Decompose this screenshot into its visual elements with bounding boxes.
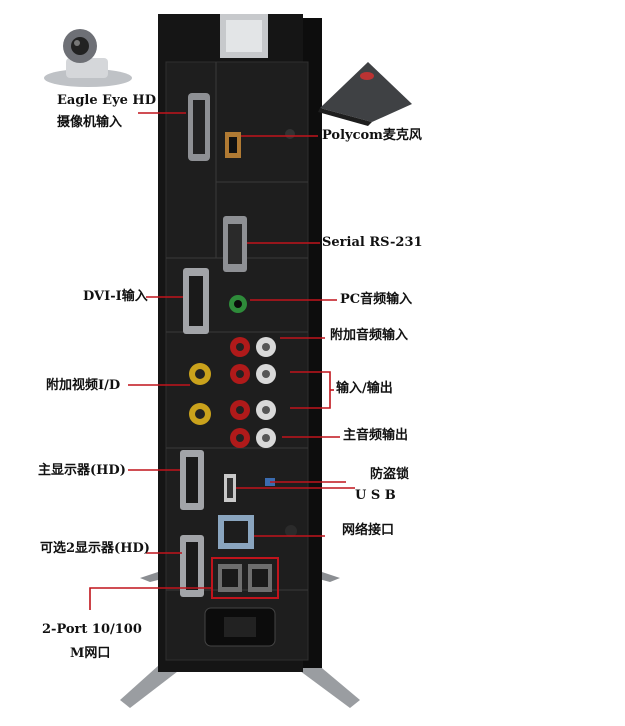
microphone-icon	[318, 62, 412, 126]
two-port-switch	[211, 557, 279, 599]
label-dvi-input: DVI-I输入	[83, 289, 148, 304]
label-aux-audio-in: 附加音频输入	[330, 328, 409, 343]
camera-icon	[44, 29, 132, 87]
label-network: 网络接口	[342, 523, 395, 538]
label-in-out: 输入/输出	[336, 381, 393, 396]
label-aux-video-io: 附加视频I/D	[46, 378, 121, 393]
label-eagle-eye-line2: 摄像机输入	[57, 115, 123, 130]
label-usb: U S B	[355, 488, 396, 503]
label-optional-display: 可选2显示器(HD)	[40, 541, 150, 556]
label-two-port-line1: 2-Port 10/100	[42, 622, 142, 637]
label-anti-theft: 防盗锁	[370, 467, 410, 482]
label-pc-audio-in: PC音频输入	[340, 292, 413, 307]
rca-jacks	[230, 337, 276, 448]
label-main-audio-out: 主音频输出	[343, 428, 409, 443]
label-serial: Serial RS-231	[322, 235, 423, 250]
label-two-port-line2: M网口	[70, 646, 111, 661]
label-main-display: 主显示器(HD)	[38, 463, 126, 478]
label-eagle-eye-line1: Eagle Eye HD	[57, 93, 156, 108]
leader-lines	[89, 112, 355, 610]
label-polycom-mic: Polycom麦克风	[322, 128, 422, 143]
